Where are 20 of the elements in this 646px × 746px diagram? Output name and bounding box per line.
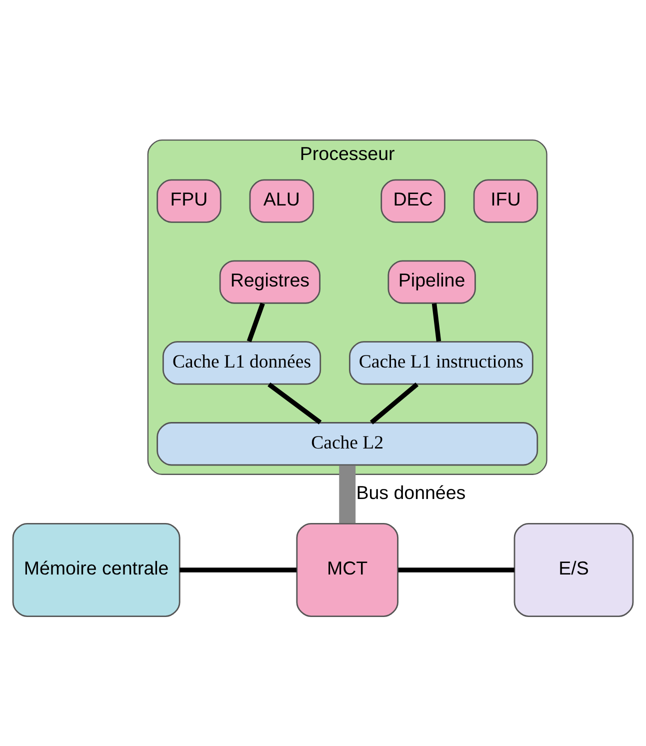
connector [370, 382, 419, 424]
connector [432, 302, 442, 342]
connector [246, 302, 265, 342]
node-box: Mémoire centrale [12, 522, 180, 617]
node-box: Pipeline [388, 260, 476, 304]
node-box: IFU [473, 178, 538, 222]
node-box: DEC [380, 178, 446, 222]
node-box: ALU [249, 178, 314, 222]
connector [180, 567, 297, 572]
node-box: Cache L1 instructions [348, 340, 534, 384]
node-box: Cache L2 [156, 422, 538, 466]
connector [398, 567, 514, 572]
edge-label: Bus données [356, 481, 466, 502]
node-box: Registres [219, 260, 320, 304]
connector [339, 464, 356, 523]
node-box: E/S [514, 522, 634, 617]
connector [268, 382, 322, 424]
node-box: Cache L1 données [162, 340, 322, 384]
node-box: FPU [156, 178, 222, 222]
node-box: MCT [296, 522, 398, 617]
